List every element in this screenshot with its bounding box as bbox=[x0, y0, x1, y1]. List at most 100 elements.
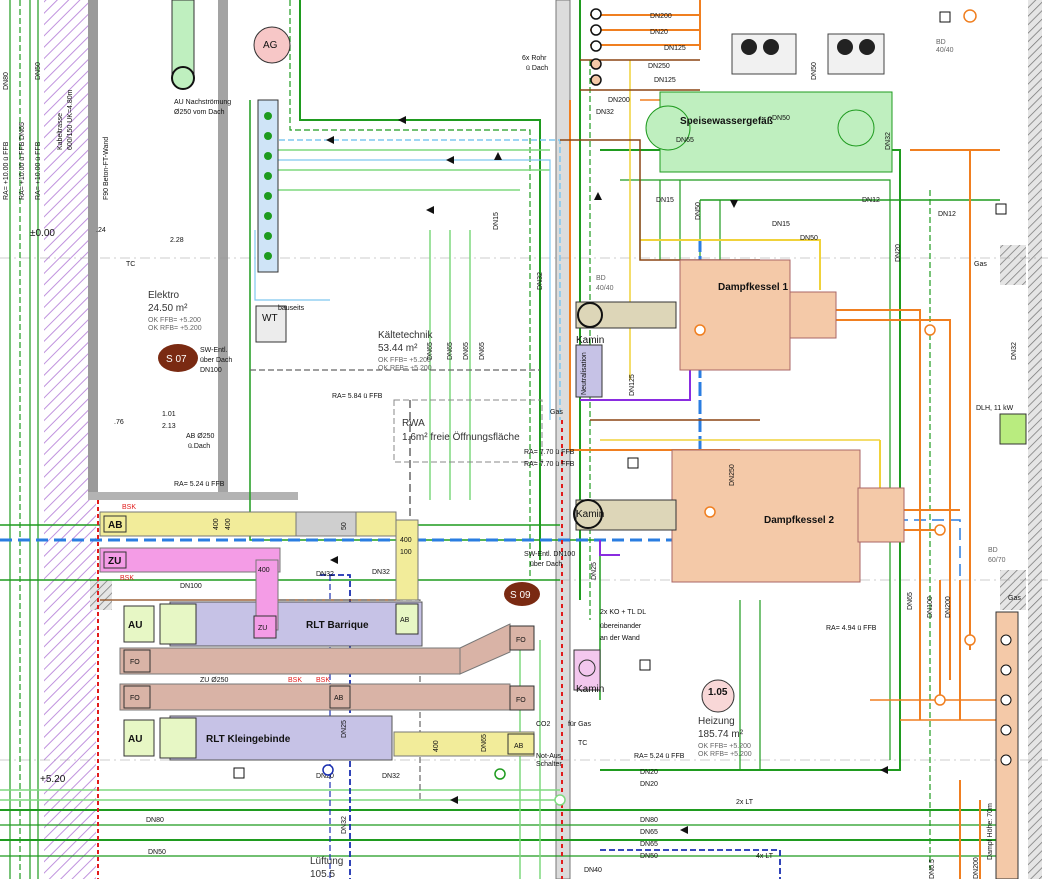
s09-tag[interactable] bbox=[504, 582, 540, 606]
pipe-green-14 bbox=[639, 180, 721, 260]
dampfkessel-1-body[interactable] bbox=[679, 259, 791, 371]
rlt-barrique-body[interactable] bbox=[169, 601, 423, 647]
pump-block-1 bbox=[731, 33, 797, 75]
flow-markers bbox=[233, 8, 1007, 834]
sw-entl-dach: über Dach bbox=[530, 561, 562, 568]
s07-tag[interactable] bbox=[158, 344, 198, 372]
ra-10-b: RA= +10.00 ü FFB bbox=[19, 141, 26, 200]
rlt-kleingebinde-body[interactable] bbox=[169, 715, 393, 761]
ra-584: RA= 5.84 ü FFB bbox=[332, 393, 383, 400]
ko-2x-sub2: an der Wand bbox=[600, 635, 640, 642]
bsk-label-2: BSK bbox=[120, 575, 134, 582]
dn50-f: DN50 bbox=[811, 62, 818, 80]
valve-o-7 bbox=[590, 8, 602, 20]
right-wall-stub-2 bbox=[1000, 570, 1026, 610]
valve-o-14 bbox=[494, 768, 506, 780]
dn32-d: DN32 bbox=[382, 773, 400, 780]
filter-2 bbox=[159, 717, 197, 759]
valve-o-9 bbox=[590, 40, 602, 52]
kamin-small-box[interactable] bbox=[573, 649, 601, 691]
sw-entl-dn100: SW-Entl. DN100 bbox=[524, 551, 575, 558]
sw-entl-3: DN100 bbox=[200, 367, 222, 374]
dn32-f: DN32 bbox=[1011, 342, 1018, 360]
valve-o-1 bbox=[694, 324, 706, 336]
bd-4040-size: 40/40 bbox=[596, 285, 614, 292]
dn200-a: DN200 bbox=[650, 13, 672, 20]
dampfkessel-1-label: Dampfkessel 1 bbox=[718, 282, 788, 293]
dn65-c: DN65 bbox=[427, 342, 434, 360]
dn65-j: DN65 bbox=[481, 734, 488, 752]
duct-fo-1-taper bbox=[459, 623, 511, 675]
kamin-unit-2[interactable] bbox=[575, 499, 677, 531]
bd-6070-size: 60/70 bbox=[988, 557, 1006, 564]
arrow-7 bbox=[730, 200, 738, 208]
ab-label-3: AB bbox=[514, 743, 524, 750]
dn20-c: DN20 bbox=[640, 769, 658, 776]
arrow-1 bbox=[398, 116, 406, 124]
dampfkessel-2-burner bbox=[857, 487, 905, 543]
duct-fo-2 bbox=[119, 683, 511, 711]
dim-228: 2.28 bbox=[170, 237, 184, 244]
kaelte-area: 53.44 m² bbox=[378, 343, 418, 354]
fo-label-2: FO bbox=[516, 697, 526, 704]
dn250-a: DN250 bbox=[648, 63, 670, 70]
pipe-lgreen-1 bbox=[270, 149, 550, 191]
manifold-valve-8 bbox=[264, 252, 272, 260]
duct-yellow-riser bbox=[395, 519, 419, 601]
dn50-c: DN50 bbox=[35, 62, 42, 80]
fo-box-2 bbox=[509, 685, 535, 711]
dn20-d: DN20 bbox=[640, 781, 658, 788]
valve-o-13 bbox=[554, 794, 566, 806]
dn50-b: DN50 bbox=[800, 235, 818, 242]
bd-6070-label: BD bbox=[988, 547, 998, 554]
f90-label: F90 Beton-FT-Wand bbox=[103, 137, 110, 200]
wt-heat-exchanger[interactable] bbox=[255, 305, 287, 343]
manifold-ladder[interactable] bbox=[257, 99, 279, 273]
lueftung-name: Lüftung bbox=[310, 856, 343, 867]
heizung-ok2: OK RFB= +5.200 bbox=[698, 751, 752, 758]
rlt-kleingebinde-label: RLT Kleingebinde bbox=[206, 734, 291, 745]
ab-label-2: AB bbox=[400, 617, 410, 624]
dn125-a: DN125 bbox=[664, 45, 686, 52]
dampfkessel-2-body[interactable] bbox=[671, 449, 861, 583]
speisewasser-tank[interactable] bbox=[659, 91, 893, 173]
pipe-dblue-3 bbox=[600, 849, 781, 879]
pump-icon-1 bbox=[741, 39, 757, 55]
heizung-room-tag[interactable] bbox=[701, 679, 735, 713]
kabeltrasse-label: Kabeltrasse bbox=[57, 113, 64, 150]
dampf-hoehe: Dampf Höhe: 70m bbox=[987, 803, 994, 860]
ab-box-2 bbox=[395, 603, 419, 635]
right-riser-valve-1 bbox=[1000, 634, 1012, 646]
dn65-i: DN65 bbox=[907, 592, 914, 610]
tc-label-1: TC bbox=[126, 261, 135, 268]
heizung-ok1: OK FFB= +5.200 bbox=[698, 743, 751, 750]
kamin-small-icon bbox=[578, 659, 596, 677]
dim-101: 1.01 bbox=[162, 411, 176, 418]
ko-2x: 2x KO + TL DL bbox=[600, 609, 646, 616]
fo-label-4: FO bbox=[130, 695, 140, 702]
ab-label-4: AB bbox=[334, 695, 344, 702]
dn80-c: DN80 bbox=[640, 817, 658, 824]
pipe-orange-8 bbox=[939, 580, 961, 720]
dn100-a: DN100 bbox=[180, 583, 202, 590]
dn12-b: DN12 bbox=[938, 211, 956, 218]
rwa-sub: 1.6m² freie Öffnungsfläche bbox=[402, 431, 520, 443]
tc-label-2: TC bbox=[578, 740, 587, 747]
dlh-unit[interactable] bbox=[999, 413, 1027, 445]
ab-label-1: AB bbox=[108, 520, 122, 531]
annotations: AU Nachströmung Ø250 vom Dach 6x Rohr ü … bbox=[3, 39, 1006, 860]
kamin-unit-1[interactable] bbox=[575, 301, 677, 329]
heizung-name: Heizung bbox=[698, 716, 735, 727]
neutralisation-tank[interactable] bbox=[575, 344, 603, 398]
dn20-a: DN20 bbox=[650, 29, 668, 36]
gas-label-3: Gas bbox=[1008, 595, 1021, 602]
manifold-valve-2 bbox=[264, 132, 272, 140]
dn100-b: DN100 bbox=[927, 596, 934, 618]
pump-icon-4 bbox=[859, 39, 875, 55]
ag-expansion-tank[interactable] bbox=[253, 26, 291, 64]
dn65-h: DN65 bbox=[640, 841, 658, 848]
ab-d250: AB Ø250 bbox=[186, 433, 215, 440]
sensor-square-5 bbox=[639, 659, 651, 671]
au-nach-sub: Ø250 vom Dach bbox=[174, 109, 225, 116]
